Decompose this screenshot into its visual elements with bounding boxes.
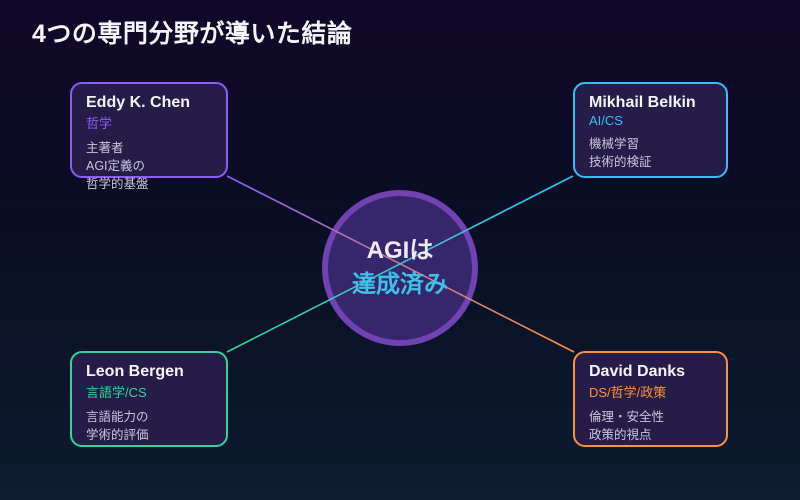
expert-description: 倫理・安全性 政策的視点 <box>589 408 712 444</box>
expert-name: Eddy K. Chen <box>86 94 191 111</box>
expert-card-eddy-chen: Eddy K. Chen 哲学 主著者 AGI定義の 哲学的基盤 <box>70 82 228 191</box>
expert-field: 哲学 <box>86 116 113 131</box>
expert-name: Mikhail Belkin <box>589 94 696 111</box>
expert-card-leon-bergen: Leon Bergen 言語学/CS 言語能力の 学術的評価 <box>70 351 228 447</box>
expert-desc-line: 言語能力の <box>86 410 149 424</box>
expert-desc-line: 政策的視点 <box>589 428 652 443</box>
expert-name: Leon Bergen <box>86 363 184 380</box>
center-conclusion-text: AGIは 達成済み <box>322 190 478 346</box>
expert-desc-line: 倫理・安全性 <box>589 410 665 424</box>
expert-desc-line: 学術的評価 <box>86 428 149 443</box>
expert-field: AI/CS <box>589 113 623 128</box>
expert-desc-line: AGI定義の <box>86 159 146 174</box>
center-claim-line1: AGIは <box>366 237 434 264</box>
expert-card-mikhail-belkin: Mikhail Belkin AI/CS 機械学習 技術的検証 <box>573 82 728 178</box>
expert-desc-line: 哲学的基盤 <box>86 177 149 192</box>
expert-desc-line: 技術的検証 <box>589 155 652 170</box>
expert-field: DS/哲学/政策 <box>589 385 667 400</box>
expert-description: 言語能力の 学術的評価 <box>86 408 212 444</box>
page-title: 4つの専門分野が導いた結論 <box>32 20 353 48</box>
expert-desc-line: 機械学習 <box>589 137 640 151</box>
expert-description: 主著者 AGI定義の 哲学的基盤 <box>86 139 212 193</box>
expert-description: 機械学習 技術的検証 <box>589 135 712 171</box>
expert-desc-line: 主著者 <box>86 141 124 155</box>
expert-field: 言語学/CS <box>86 385 147 400</box>
expert-name: David Danks <box>589 363 686 380</box>
expert-card-david-danks: David Danks DS/哲学/政策 倫理・安全性 政策的視点 <box>573 351 728 447</box>
center-claim-line2: 達成済み <box>352 271 448 298</box>
